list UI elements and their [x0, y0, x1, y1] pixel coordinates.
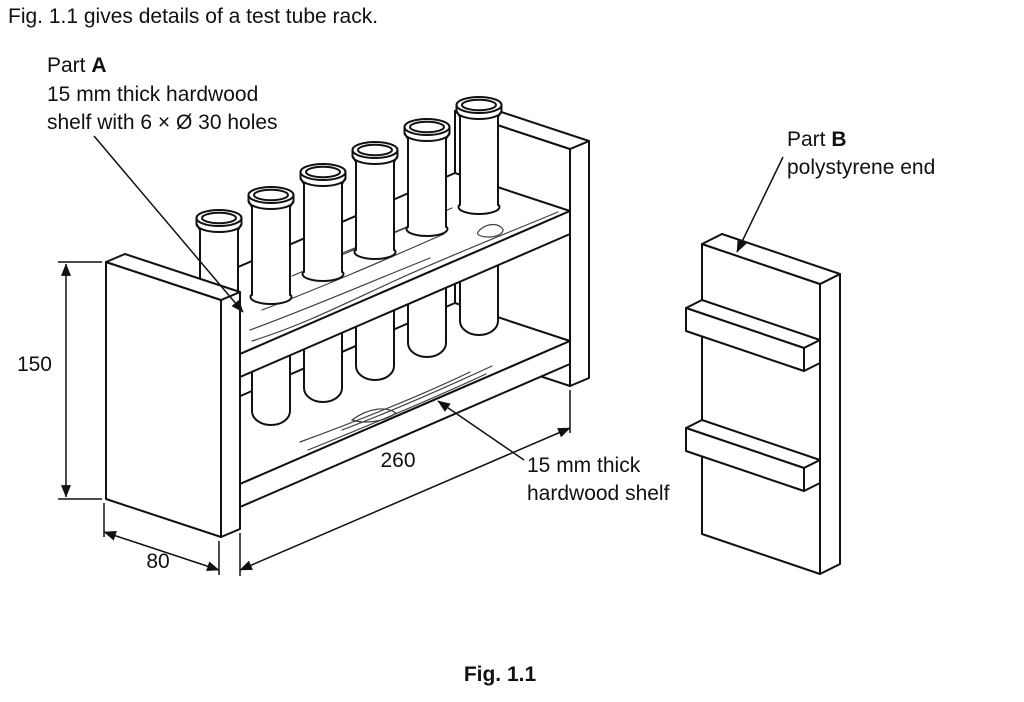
left-end-panel	[105, 253, 241, 538]
part-b-polystyrene-end	[685, 233, 841, 575]
left-panel-front-edge	[220, 291, 241, 538]
test-tube	[403, 118, 451, 237]
dimension-150	[58, 261, 102, 500]
test-tube	[299, 163, 347, 282]
part-b-front-edge	[819, 273, 841, 575]
shelf-note-line1: 15 mm thick	[527, 454, 641, 477]
part-a-label-line2: 15 mm thick hardwood	[47, 83, 258, 106]
dimension-260-value: 260	[380, 449, 415, 472]
test-tube	[351, 141, 399, 260]
dimension-260	[239, 390, 571, 576]
part-b-label-line2: polystyrene end	[787, 156, 935, 179]
part-a-label-line3: shelf with 6 × Ø 30 holes	[47, 111, 278, 134]
intro-sentence: Fig. 1.1 gives details of a test tube ra…	[8, 5, 378, 28]
dimension-80	[103, 503, 220, 575]
figure-caption: Fig. 1.1	[464, 663, 537, 686]
test-tube	[455, 96, 503, 215]
part-b-inner-face	[701, 243, 821, 575]
part-b-top-face	[701, 233, 841, 285]
part-b-leader-line	[736, 156, 784, 253]
dimension-80-value: 80	[146, 550, 169, 573]
part-b-lower-ledge-end	[803, 459, 821, 492]
part-a-label: Part A	[47, 54, 107, 77]
left-panel-outer-face	[105, 261, 222, 538]
shelf-note-line2: hardwood shelf	[527, 482, 670, 505]
part-b-label: Part B	[787, 128, 847, 151]
left-panel-top-face	[105, 253, 241, 301]
dimension-150-value: 150	[17, 353, 52, 376]
right-panel-front-edge	[569, 140, 590, 387]
shelf-note-leader-line	[437, 400, 525, 461]
part-b-upper-ledge-end	[803, 339, 821, 372]
test-tube	[247, 186, 295, 305]
part-a-leader-line	[93, 135, 244, 313]
